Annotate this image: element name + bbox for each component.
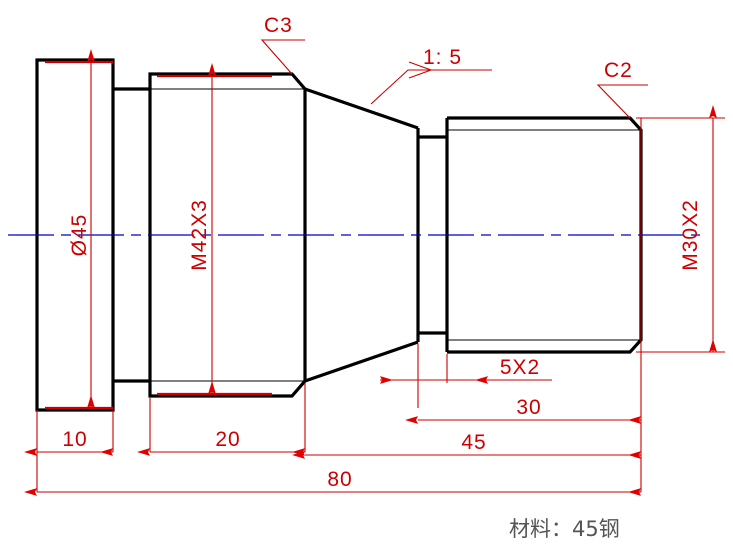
taper-leader-line xyxy=(370,69,492,105)
dimension-45: 45 xyxy=(292,431,641,459)
dimension-5x2: 5X2 xyxy=(380,356,552,384)
dim30-label: 30 xyxy=(516,396,541,419)
witness-lines xyxy=(36,118,642,492)
m30-label: M30X2 xyxy=(679,199,702,271)
material-note: 材料：45钢 xyxy=(509,517,620,541)
c3-label: C3 xyxy=(264,14,293,37)
leader-c2: C2 xyxy=(596,59,648,119)
c3-leader-line xyxy=(260,39,305,75)
leader-c3: C3 xyxy=(260,14,305,75)
dimension-diameter-45: Ø45 xyxy=(45,49,113,410)
dim45-label: 45 xyxy=(461,431,486,454)
c2-leader-line xyxy=(596,84,648,119)
taper-symbol-triangle xyxy=(408,61,433,79)
taper-cone-bottom xyxy=(304,340,419,383)
dim20-label: 20 xyxy=(215,428,240,451)
taper-ratio-label: 1: 5 xyxy=(423,46,462,69)
dimension-m30x2: M30X2 xyxy=(636,105,725,353)
part-outline-group xyxy=(35,58,643,412)
dim5x2-label: 5X2 xyxy=(500,356,540,379)
dimension-80: 80 xyxy=(24,468,641,496)
leader-taper-ratio: 1: 5 xyxy=(370,46,492,105)
taper-cone-top xyxy=(304,87,419,130)
phi45-label: Ø45 xyxy=(68,214,91,257)
dim10-label: 10 xyxy=(62,428,87,451)
dim80-label: 80 xyxy=(327,468,352,491)
dimension-30: 30 xyxy=(405,396,641,424)
c2-label: C2 xyxy=(604,59,633,82)
m42-label: M42X3 xyxy=(188,199,211,271)
dimension-10: 10 xyxy=(24,428,113,456)
dimension-20: 20 xyxy=(137,428,305,456)
dimension-m42x3: M42X3 xyxy=(157,63,272,396)
